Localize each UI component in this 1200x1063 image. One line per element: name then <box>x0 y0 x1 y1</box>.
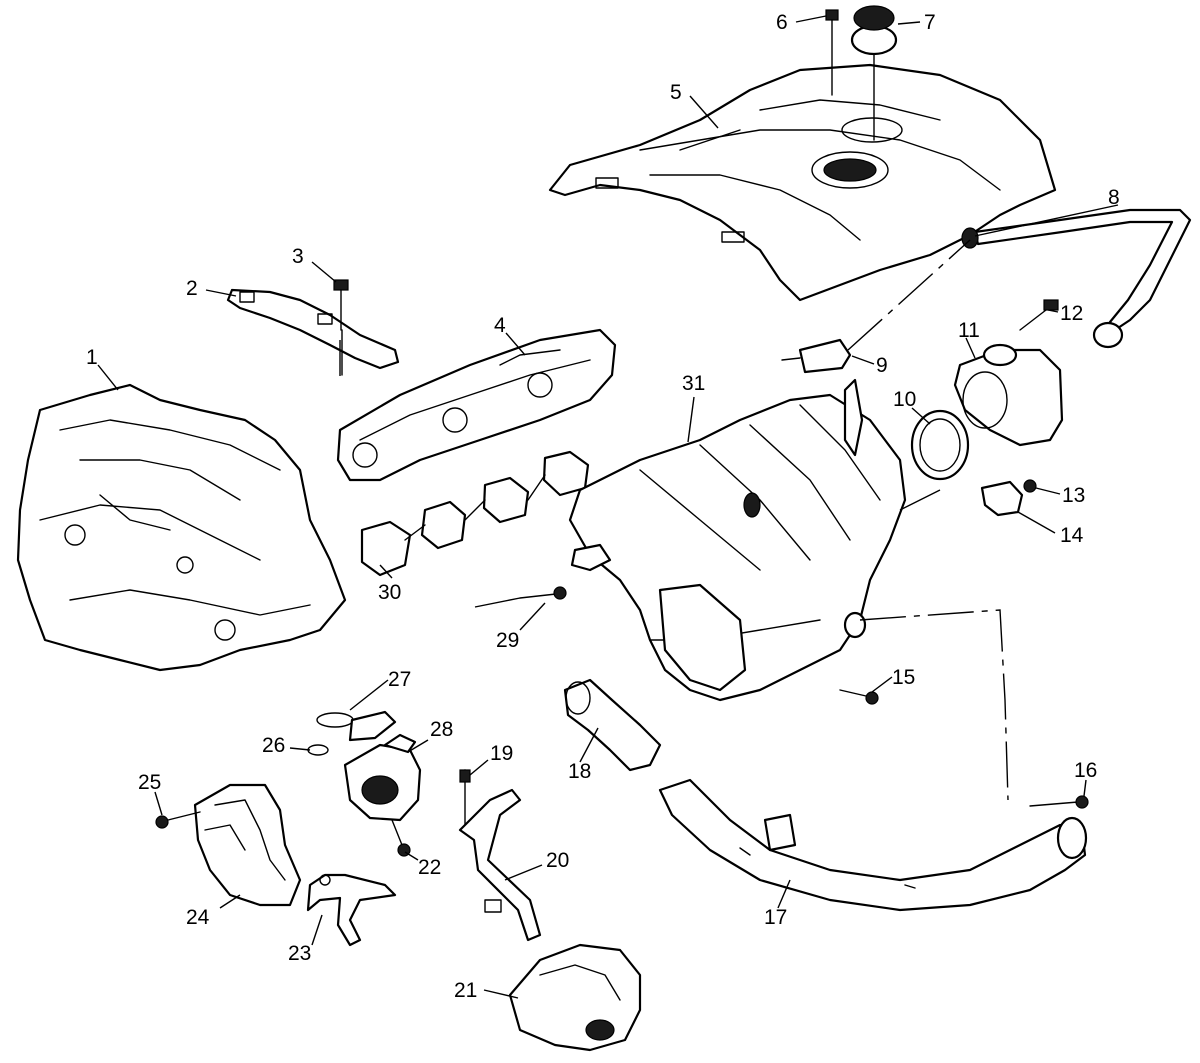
callout-27: 27 <box>388 668 411 691</box>
pump-shield-part <box>155 783 302 907</box>
throttle-body-part <box>953 343 1064 447</box>
air-intake-duct-part <box>658 778 1088 912</box>
bolt-part-3 <box>333 279 349 331</box>
callout-5: 5 <box>670 81 682 104</box>
callout-4: 4 <box>494 314 506 337</box>
pcv-hose-part <box>961 208 1192 349</box>
callout-25: 25 <box>138 771 161 794</box>
sensor-part <box>980 479 1037 517</box>
callout-3: 3 <box>292 245 304 268</box>
callout-1: 1 <box>86 346 98 369</box>
leader-lines <box>97 15 1119 999</box>
callout-11: 11 <box>958 319 980 342</box>
callout-8: 8 <box>1108 186 1120 209</box>
callout-22: 22 <box>418 856 441 879</box>
bottom-cover-part <box>508 943 642 1052</box>
bolt-part-22 <box>391 819 411 857</box>
fuel-pump-part <box>343 733 422 822</box>
bolt-part-12 <box>1019 299 1059 331</box>
callout-13: 13 <box>1062 484 1085 507</box>
connector-part <box>781 338 852 374</box>
callout-10: 10 <box>893 388 916 411</box>
bolt-part-29 <box>519 586 567 600</box>
callout-29: 29 <box>496 629 519 652</box>
fuel-rail-part <box>336 328 617 482</box>
pump-seal-part <box>307 710 397 756</box>
callout-14: 14 <box>1060 524 1084 547</box>
engine-cover-part <box>548 63 1057 302</box>
callout-23: 23 <box>288 942 311 965</box>
callout-6: 6 <box>776 11 788 34</box>
callout-2: 2 <box>186 277 198 300</box>
callout-12: 12 <box>1060 302 1083 325</box>
air-inlet-hose-part <box>563 678 662 772</box>
oil-cap-part <box>850 5 898 141</box>
callout-28: 28 <box>430 718 453 741</box>
bolt-part-6 <box>825 9 839 96</box>
callout-30: 30 <box>378 581 401 604</box>
feed-line-part <box>306 873 397 947</box>
callout-9: 9 <box>876 354 888 377</box>
callout-17: 17 <box>764 906 787 929</box>
callout-labels: 1 2 3 4 5 6 7 8 9 10 11 12 13 14 15 16 1… <box>86 11 1120 1002</box>
throttle-gasket-part <box>910 409 970 481</box>
callout-31: 31 <box>682 372 705 395</box>
bracket-part <box>226 288 400 376</box>
callout-26: 26 <box>262 734 285 757</box>
callout-16: 16 <box>1074 759 1097 782</box>
bolt-part-16 <box>1029 795 1089 809</box>
assembly-lines <box>339 239 1009 801</box>
callout-20: 20 <box>546 849 569 872</box>
fuel-line-part <box>458 769 542 942</box>
callout-15: 15 <box>892 666 915 689</box>
callout-19: 19 <box>490 742 513 765</box>
callout-7: 7 <box>924 11 936 34</box>
callout-21: 21 <box>454 979 477 1002</box>
callout-24: 24 <box>186 906 210 929</box>
intake-manifold-part <box>568 378 907 702</box>
intake-gasket-part <box>360 450 590 577</box>
callout-18: 18 <box>568 760 591 783</box>
engine-block-part <box>16 383 347 672</box>
